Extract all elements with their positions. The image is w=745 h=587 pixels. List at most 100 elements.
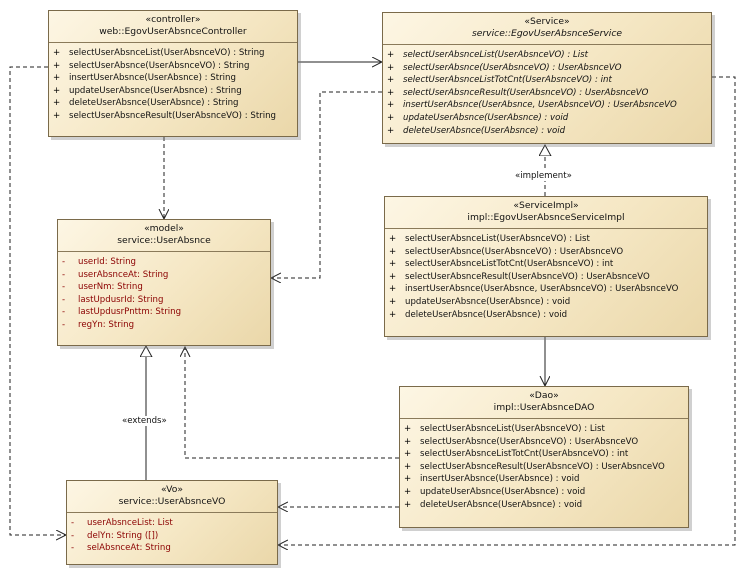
member-signature: lastUpdusrId: String (78, 294, 164, 305)
member-row: +selectUserAbsnceList(UserAbsnceVO) : Li… (389, 233, 703, 246)
controller-class-box[interactable]: «controller» web::EgovUserAbsnceControll… (48, 10, 298, 137)
member-visibility: + (387, 112, 395, 123)
member-signature: deleteUserAbsnce(UserAbsnce) : void (420, 499, 583, 510)
member-row: +selectUserAbsnceResult(UserAbsnceVO) : … (389, 271, 703, 284)
member-signature: selectUserAbsnce(UserAbsnceVO) : String (69, 60, 250, 71)
member-signature: insertUserAbsnce(UserAbsnce, UserAbsnceV… (405, 284, 679, 295)
member-row: +insertUserAbsnce(UserAbsnce) : void (404, 473, 684, 486)
member-signature: delYn: String ([]) (87, 530, 159, 541)
member-row: - selAbsnceAt: String (71, 542, 273, 555)
model-class-name: service::UserAbsnce (117, 235, 211, 246)
member-row: + deleteUserAbsnce(UserAbsnce) : String (53, 97, 293, 110)
impl-stereotype: «ServiceImpl» (513, 200, 579, 211)
member-row: + deleteUserAbsnce(UserAbsnce) : void (387, 125, 707, 138)
member-signature: deleteUserAbsnce(UserAbsnce) : void (403, 125, 566, 136)
member-visibility: + (404, 424, 412, 434)
member-row: +selectUserAbsnceListTotCnt(UserAbsnceVO… (387, 74, 707, 87)
service-class-name: service::EgovUserAbsnceService (471, 28, 623, 39)
service-impl-class-box[interactable]: «ServiceImpl» impl::EgovUserAbsnceServic… (384, 196, 708, 337)
controller-class-name: web::EgovUserAbsnceController (99, 26, 247, 37)
member-visibility: - (62, 269, 66, 280)
dao-operations: + selectUserAbsnceList(UserAbsnceVO) : Li… (400, 419, 688, 514)
member-visibility: + (387, 50, 395, 60)
member-signature: userNm: String (78, 282, 143, 293)
member-signature: selAbsnceAt: String (87, 543, 171, 554)
member-signature: userAbsnceList: List (87, 518, 173, 528)
member-visibility: + (387, 100, 395, 111)
member-signature: deleteUserAbsnce(UserAbsnce) : void (405, 309, 568, 320)
extends-label: «extends» (121, 416, 168, 426)
implement-label: «implement» (514, 171, 573, 181)
member-signature: selectUserAbsnceListTotCnt(UserAbsnceVO)… (403, 75, 612, 86)
member-signature: deleteUserAbsnce(UserAbsnce) : String (69, 98, 239, 109)
service-interface-box[interactable]: «Service» service::EgovUserAbsnceService… (382, 12, 712, 144)
member-signature: selectUserAbsnceResult(UserAbsnceVO) : U… (420, 461, 665, 472)
member-row: +selectUserAbsnceResult(UserAbsnceVO) : … (387, 87, 707, 100)
member-row: +insertUserAbsnce(UserAbsnce, UserAbsnce… (387, 99, 707, 112)
controller-to-vo-dependency (9, 66, 66, 535)
member-visibility: + (404, 486, 412, 497)
dao-stereotype: «Dao» (529, 390, 559, 401)
model-stereotype: «model» (144, 223, 184, 234)
member-visibility: + (53, 85, 61, 96)
member-row: + selectUserAbsnceList(UserAbsnceVO) : Li… (387, 49, 707, 62)
member-signature: selectUserAbsnceListTotCnt(UserAbsnceVO)… (420, 449, 629, 460)
member-signature: selectUserAbsnceList(UserAbsnceVO) : Lis… (420, 424, 605, 434)
member-signature: userId: String (78, 257, 137, 267)
vo-stereotype: «Vo» (161, 484, 183, 495)
member-visibility: + (53, 98, 61, 109)
service-operations: + selectUserAbsnceList(UserAbsnceVO) : Li… (383, 45, 711, 140)
member-visibility: + (387, 125, 395, 136)
member-row: - lastUpdusrPnttm: String (62, 306, 266, 319)
member-visibility: - (62, 294, 66, 305)
member-signature: userAbsnceAt: String (78, 269, 169, 280)
member-row: + selectUserAbsnceListTotCnt(UserAbsnceVO… (404, 448, 684, 461)
member-row: + updateUserAbsnce(UserAbsnce) : String (53, 85, 293, 98)
dao-class-name: impl::UserAbsnceDAO (493, 402, 595, 413)
member-visibility: + (389, 284, 397, 295)
member-signature: insertUserAbsnce(UserAbsnce) : String (69, 73, 236, 84)
service-to-model-dependency (271, 91, 382, 278)
member-visibility: + (53, 110, 61, 121)
member-row: + selectUserAbsnceResult(UserAbsnceVO) : … (53, 110, 293, 123)
member-row: -delYn: String ([]) (71, 530, 273, 543)
member-row: + selectUserAbsnceResult(UserAbsnceVO) : … (404, 461, 684, 474)
member-visibility: + (404, 499, 412, 510)
member-signature: updateUserAbsnce(UserAbsnce) : void (403, 112, 569, 123)
member-visibility: + (404, 449, 412, 460)
vo-class-box[interactable]: «Vo» service::UserAbsnceVO -userAbsnceLi… (66, 480, 278, 565)
member-signature: updateUserAbsnce(UserAbsnce) : String (69, 85, 242, 96)
member-row: +selectUserAbsnce(UserAbsnceVO) : UserAb… (387, 62, 707, 75)
model-class-box[interactable]: «model» service::UserAbsnce - userId: Str… (57, 219, 271, 346)
member-visibility: + (404, 436, 412, 447)
member-row: -userAbsnceList: List (71, 517, 273, 530)
member-signature: selectUserAbsnceList(UserAbsnceVO) : Lis… (403, 50, 589, 60)
member-visibility: + (389, 259, 397, 270)
member-visibility: + (404, 474, 412, 485)
impl-class-name: impl::EgovUserAbsnceServiceImpl (467, 212, 625, 223)
member-signature: selectUserAbsnceResult(UserAbsnceVO) : S… (69, 110, 277, 121)
model-attributes: -userId: String-userAbsnceAt: String-use… (58, 252, 270, 335)
service-stereotype: «Service» (524, 16, 570, 27)
member-visibility: - (71, 543, 75, 554)
member-visibility: + (389, 271, 397, 282)
member-visibility: + (389, 234, 397, 244)
vo-class-name: service::UserAbsnceVO (118, 496, 226, 507)
member-row: + updateUserAbsnce(UserAbsnce) : void (387, 112, 707, 125)
member-signature: lastUpdusrPnttm: String (78, 307, 182, 318)
member-row: +selectUserAbsnce(UserAbsnceVO) : String (53, 60, 293, 73)
dao-class-box[interactable]: «Dao» impl::UserAbsnceDAO +selectUserAbs… (399, 386, 689, 528)
controller-stereotype: «controller» (145, 14, 201, 25)
member-row: -regYn: String (62, 319, 266, 332)
member-visibility: + (404, 461, 412, 472)
member-row: - userAbsnceAt: String (62, 269, 266, 282)
member-signature: selectUserAbsnceListTotCnt(UserAbsnceVO)… (405, 259, 614, 270)
member-signature: selectUserAbsnceList(UserAbsnceVO) : Str… (69, 48, 265, 58)
member-visibility: - (62, 307, 66, 318)
member-row: -userNm: String (62, 281, 266, 294)
member-signature: selectUserAbsnceResult(UserAbsnceVO) : U… (403, 87, 649, 98)
vo-attributes: -userAbsnceList: List-delYn: String ([])… (67, 513, 277, 558)
member-signature: updateUserAbsnce(UserAbsnce) : void (420, 486, 586, 497)
member-signature: regYn: String (78, 319, 135, 330)
